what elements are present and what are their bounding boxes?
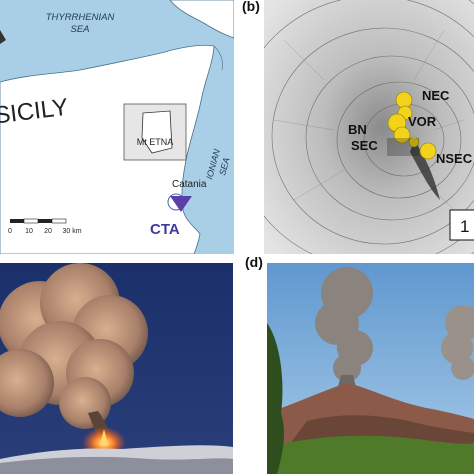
lava-fountain xyxy=(100,429,108,445)
scale-tick-10: 10 xyxy=(25,228,33,235)
night-eruption-image xyxy=(0,263,233,474)
panel-b-relief: (b) xyxy=(240,0,474,254)
ash-plume xyxy=(0,263,148,429)
sea-east-line2: SEA xyxy=(217,157,231,177)
station-label: CTA xyxy=(150,221,180,238)
north-arrow-icon xyxy=(0,30,6,44)
ash-column-left xyxy=(315,267,373,382)
mountain-slope xyxy=(0,456,233,474)
scale-box xyxy=(449,209,474,241)
day-eruption-image xyxy=(267,263,474,474)
sea-north-line2: SEA xyxy=(70,24,89,35)
calabria-tip xyxy=(169,0,234,39)
panel-c-photo-night xyxy=(0,263,233,474)
scale-bar xyxy=(10,218,67,224)
summit-shadow xyxy=(387,138,419,156)
crater-label-nec: NEC xyxy=(422,88,450,103)
ash-column-right xyxy=(441,305,474,380)
panel-d-photo-day: (d) xyxy=(241,255,474,474)
vegetation xyxy=(267,435,474,474)
lava-flow-shadow xyxy=(410,140,440,200)
scale-tick-30: 30 km xyxy=(62,228,81,235)
panel-d-label: (d) xyxy=(245,255,263,270)
station-triangle-icon xyxy=(170,196,192,212)
relief-map: NEC VOR BN SEC NSEC 1 xyxy=(264,0,474,254)
sicily-map: THYRRHENIAN SEA SICILY Mt ETNA IONIAN SE… xyxy=(0,0,234,254)
crater-label-nsec: NSEC xyxy=(436,151,473,166)
etna-inset-label: Mt ETNA xyxy=(137,137,174,147)
scale-tick-20: 20 xyxy=(44,228,52,235)
relief-texture xyxy=(273,29,465,211)
crater-label-sec: SEC xyxy=(351,138,378,153)
city-label: Catania xyxy=(172,179,207,190)
scale-text: 1 xyxy=(460,217,469,236)
sea-north-line1: THYRRHENIAN xyxy=(46,12,115,23)
coastline-detail xyxy=(213,45,223,71)
contour-lines xyxy=(264,0,474,254)
etna-outline xyxy=(141,110,173,154)
relief-background xyxy=(264,0,474,254)
crater-markers xyxy=(387,91,437,160)
scale-tick-0: 0 xyxy=(8,228,12,235)
panel-a-map: THYRRHENIAN SEA SICILY Mt ETNA IONIAN SE… xyxy=(0,0,234,254)
foreground-tree xyxy=(267,323,284,474)
crater-label-bn: BN xyxy=(348,122,367,137)
panel-b-label: (b) xyxy=(242,0,260,14)
sicily-landmass xyxy=(0,44,215,254)
crater-label-vor: VOR xyxy=(408,114,437,129)
